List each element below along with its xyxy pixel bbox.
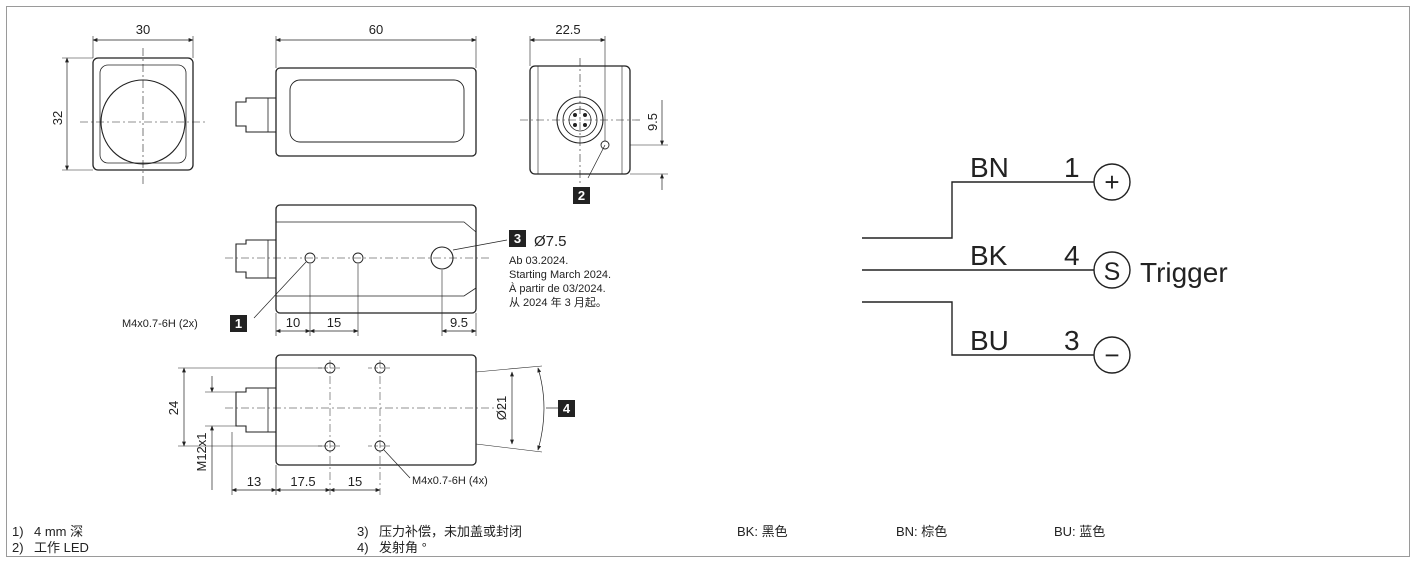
legend-note-4: 4)发射角 ° [357,540,427,555]
callout-4-box [558,400,575,417]
dim-side-length: 60 [369,22,383,37]
callout-1: 1 [235,316,242,331]
terminal-plus [1093,163,1131,201]
legend-note-2: 2)工作 LED [12,540,89,555]
dim-13: 13 [247,474,261,489]
side-view [235,36,477,157]
dim-rear-width: 22.5 [555,22,580,37]
signal-symbol: S [1104,258,1121,286]
callout-4: 4 [563,401,571,416]
thread-2x-label: M4x0.7-6H (2x) [122,318,198,330]
dim-15-top: 15 [327,315,341,330]
callout-3: 3 [514,231,521,246]
bottom-view [178,354,558,495]
dim-24: 24 [166,401,181,415]
legend-note-1: 1)4 mm 深 [12,524,84,539]
dim-15-bottom: 15 [348,474,362,489]
front-view [62,36,205,185]
dim-10: 10 [286,315,300,330]
dim-21: Ø21 [494,396,509,421]
callout-1-box [230,315,247,332]
thread-4x-label: M4x0.7-6H (4x) [412,475,488,487]
dim-9-5-bottom: 9.5 [450,315,468,330]
middle-view [225,204,508,336]
rear-view [520,36,668,190]
legend-color-bk: BK: 黑色 [737,524,788,539]
dim-hole-diameter: Ø7.5 [534,233,567,250]
wire-bn-pin: 1 [1064,152,1080,183]
dim-m12: M12x1 [194,432,209,471]
trigger-label: Trigger [1140,257,1228,288]
wire-bk-pin: 4 [1064,240,1080,271]
dim-17-5: 17.5 [290,474,315,489]
wire-bk-color: BK [970,240,1008,271]
dim-front-height: 32 [50,111,65,125]
note-line-1: Ab 03.2024. [509,255,568,267]
legend-color-bn: BN: 棕色 [896,524,948,539]
wire-bu-color: BU [970,325,1009,356]
callout-2-box [573,187,590,204]
callout-3-box [509,230,526,247]
dim-front-width: 30 [136,22,150,37]
legend-note-3: 3)压力补偿，未加盖或封闭 [357,524,523,539]
note-line-4: 从 2024 年 3 月起。 [509,295,607,309]
wire-bn-color: BN [970,152,1009,183]
dim-rear-offset: 9.5 [645,113,660,131]
terminal-minus [1093,336,1131,374]
callout-2: 2 [578,188,585,203]
drawing-frame [6,6,1410,557]
terminal-signal [1093,251,1131,289]
wiring-diagram [862,163,1131,374]
legend-color-bu: BU: 蓝色 [1054,524,1106,539]
note-line-3: À partir de 03/2024. [509,282,606,295]
minus-symbol: − [1104,340,1119,370]
plus-symbol: + [1104,167,1119,197]
note-line-2: Starting March 2024. [509,269,611,281]
wire-bu-pin: 3 [1064,325,1080,356]
